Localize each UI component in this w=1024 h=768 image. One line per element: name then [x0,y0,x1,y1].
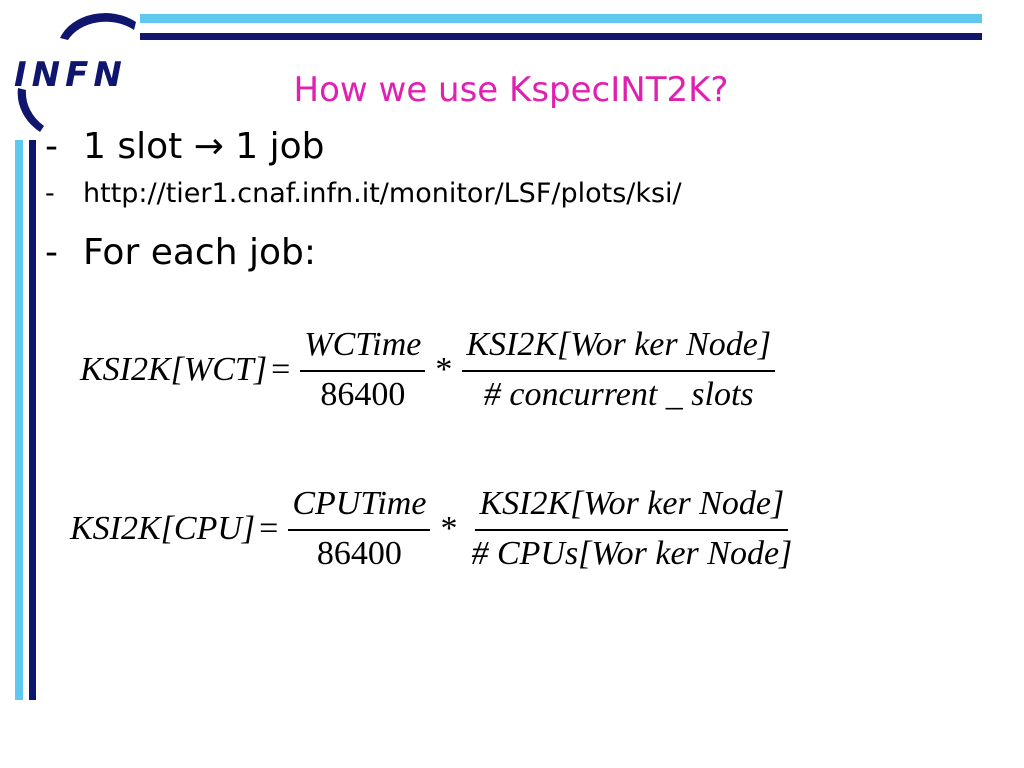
formula-wct: KSI2K[WCT] = WCTime 86400 * KSI2K[Wor ke… [80,326,781,414]
formula-cpu: KSI2K[CPU] = CPUTime 86400 * KSI2K[Wor k… [70,485,802,573]
fraction-numerator: WCTime [300,326,426,372]
equals-sign: = [259,510,279,547]
equals-sign: = [271,351,291,388]
formula-lhs: KSI2K[CPU] [70,510,256,547]
fraction-numerator: KSI2K[Wor ker Node] [462,326,776,372]
multiply-sign: * [435,351,453,388]
fraction-denominator: # CPUs[Wor ker Node] [471,535,793,572]
bullet-text: For each job: [83,232,316,273]
top-dark-bar [140,33,982,40]
bullet-dash: - [45,126,58,167]
bullet-item-link: - http://tier1.cnaf.infn.it/monitor/LSF/… [45,178,1005,232]
bullet-item-slot: - 1 slot → 1 job [45,126,1005,178]
logo-arc-top [60,13,136,40]
left-light-bar [15,140,23,700]
fraction-ksi: KSI2K[Wor ker Node] # concurrent _ slots [462,326,776,414]
logo-arc-bottom [17,88,44,132]
bullet-dash: - [45,232,58,273]
multiply-sign: * [440,510,458,547]
bullet-item-each-job: - For each job: [45,232,1005,284]
bullet-link-text[interactable]: http://tier1.cnaf.infn.it/monitor/LSF/pl… [83,178,682,209]
bullet-dash: - [45,178,55,209]
infn-logo: INFN [14,13,136,132]
fraction-time: WCTime 86400 [300,326,426,414]
slide-title: How we use KspecINT2K? [0,70,1024,110]
slide-title-text: How we use KspecINT2K? [293,70,729,110]
top-light-bar [140,14,982,23]
left-dark-bar [29,140,36,700]
bullet-list: - 1 slot → 1 job - http://tier1.cnaf.inf… [45,126,1005,284]
fraction-numerator: KSI2K[Wor ker Node] [475,485,789,531]
fraction-numerator: CPUTime [288,485,431,531]
bullet-text: 1 slot → 1 job [83,126,325,167]
formula-lhs: KSI2K[WCT] [80,351,268,388]
fraction-denominator: # concurrent _ slots [483,376,754,413]
fraction-time: CPUTime 86400 [288,485,431,573]
logo-text: INFN [14,55,127,95]
fraction-denominator: 86400 [320,376,406,413]
fraction-denominator: 86400 [316,535,402,572]
fraction-ksi: KSI2K[Wor ker Node] # CPUs[Wor ker Node] [467,485,796,573]
